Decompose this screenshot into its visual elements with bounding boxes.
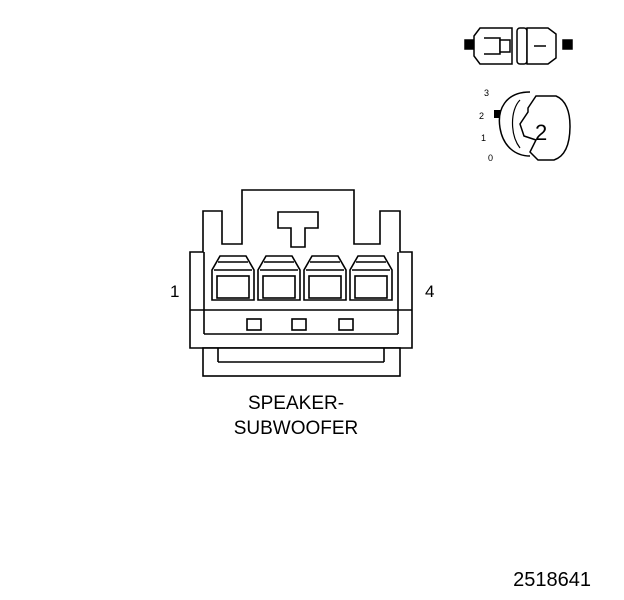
scale-label-2: 2	[479, 111, 484, 121]
key-position-indicator: 3 2 1 0 2	[479, 88, 571, 163]
scale-label-1: 1	[481, 133, 486, 143]
latch-tab	[277, 211, 319, 248]
connector-name-line-2: SUBWOOFER	[234, 418, 359, 439]
connector-name-line-1: SPEAKER-	[248, 393, 344, 414]
connector-housing	[189, 189, 413, 349]
indicator-value: 2	[535, 120, 547, 145]
figure-id: 2518641	[513, 569, 591, 591]
connector-face	[189, 189, 413, 377]
pin-label-right: 4	[425, 282, 434, 301]
terminal-cavity-2	[257, 255, 301, 301]
connector-side-view-icon	[464, 27, 573, 65]
terminal-cavities	[211, 255, 393, 301]
key-notch	[246, 318, 262, 331]
terminal-cavity-1	[211, 255, 255, 301]
pin-label-left: 1	[170, 282, 179, 301]
terminal-cavity-3	[303, 255, 347, 301]
key-head-icon	[519, 95, 571, 161]
scale-label-0: 0	[488, 153, 493, 163]
scale-label-3: 3	[484, 88, 489, 98]
indicator-marker	[494, 110, 502, 118]
key-notch	[291, 318, 307, 331]
terminal-cavity-4	[349, 255, 393, 301]
key-notch	[338, 318, 354, 331]
